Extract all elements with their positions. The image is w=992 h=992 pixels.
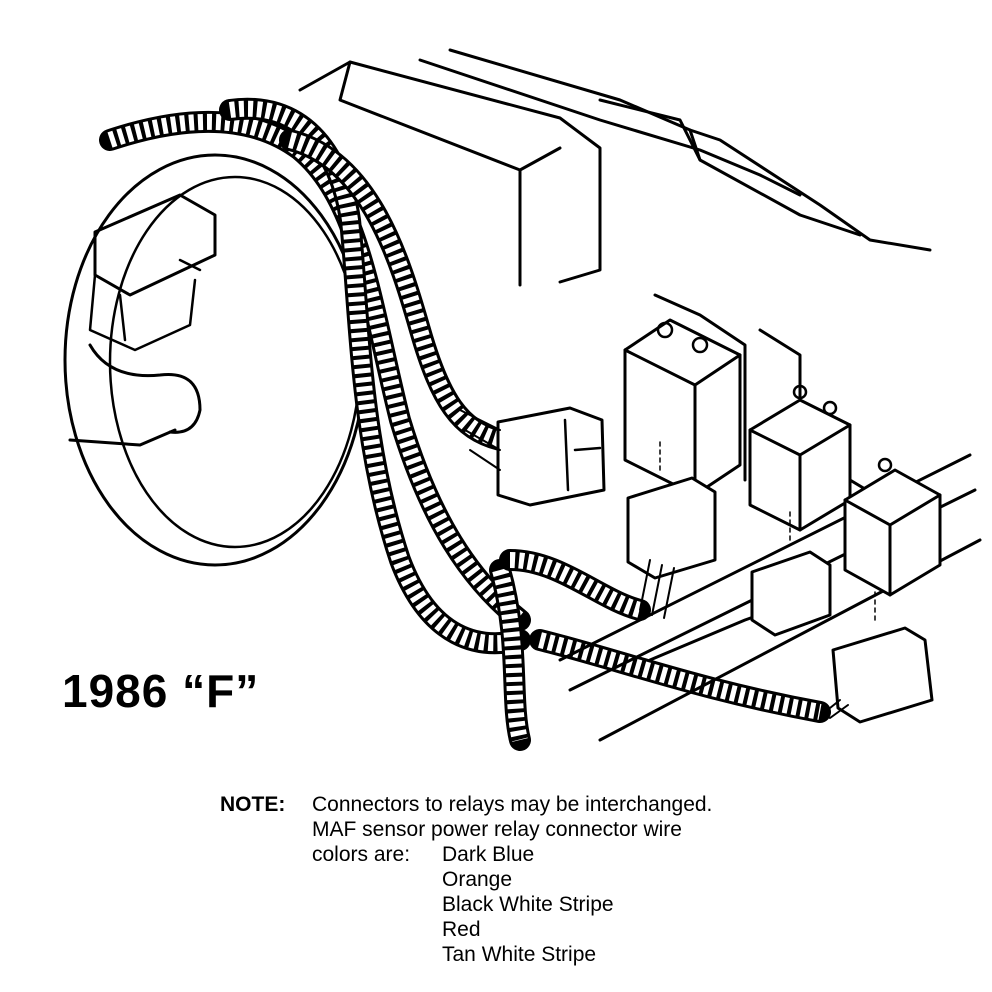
relay-2 <box>748 384 852 532</box>
wire-color-item: Red <box>442 918 481 941</box>
note-heading: NOTE: <box>220 793 286 816</box>
note-line: MAF sensor power relay connector wire <box>312 818 682 841</box>
relay-3 <box>843 457 942 597</box>
wire-colors-label: colors are: <box>312 843 411 866</box>
wire-color-item: Tan White Stripe <box>442 943 597 966</box>
inline-connector <box>459 406 606 507</box>
note-line: Connectors to relays may be interchanged… <box>312 793 713 816</box>
engine-bay-illustration <box>63 48 982 751</box>
engine-block-outline <box>298 48 932 287</box>
wire-color-list: Dark Blue Orange Black White Stripe Red … <box>442 842 614 967</box>
relay-1 <box>623 318 742 497</box>
line-drawing <box>63 48 982 751</box>
wire-color-item: Orange <box>442 868 513 891</box>
relay-connector-2 <box>750 509 832 637</box>
relay-connector-1 <box>626 439 717 619</box>
model-year-label: 1986 “F” <box>62 665 260 717</box>
relay-connector-3 <box>824 589 934 724</box>
wire-color-item: Dark Blue <box>442 843 535 866</box>
wire-color-item: Black White Stripe <box>442 893 614 916</box>
note-body: Connectors to relays may be interchanged… <box>312 792 712 842</box>
master-cylinder-bracket <box>88 193 217 352</box>
wiring-harness <box>99 97 831 751</box>
